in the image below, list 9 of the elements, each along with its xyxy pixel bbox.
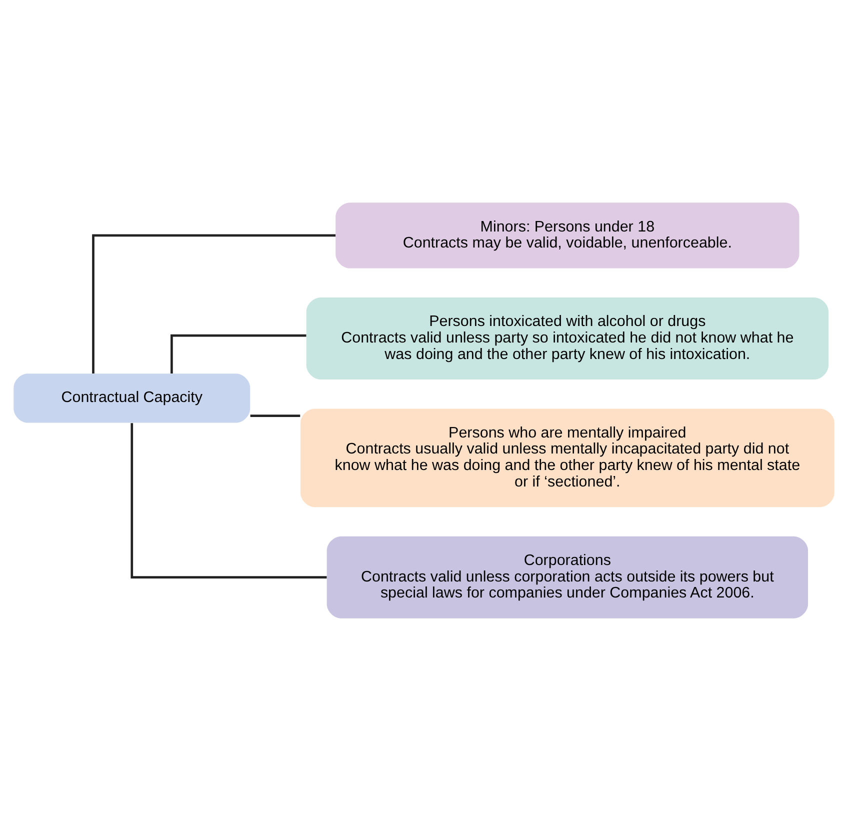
node-box: Persons intoxicated with alcohol or drugs Contracts valid unless party so intoxicated he did not know what he was doing and the other party knew of his intoxication.	[306, 298, 828, 380]
connector	[130, 423, 327, 578]
node-box: Persons who are mentally impaired Contracts usually valid unless mentally incapacitated party did not know what he was doing and the other party knew of his mental state or if ‘sectioned’.	[300, 408, 834, 508]
connector	[250, 414, 300, 417]
connector	[170, 334, 306, 374]
node-box: Corporations Contracts valid unless corporation acts outside its powers but special laws for companies under Companies Act 2006.	[326, 536, 808, 618]
node-box: Minors: Persons under 18 Contracts may be valid, voidable, unenforceable.	[336, 202, 800, 268]
node-box: Contractual Capacity	[14, 374, 250, 423]
connector	[92, 234, 336, 374]
